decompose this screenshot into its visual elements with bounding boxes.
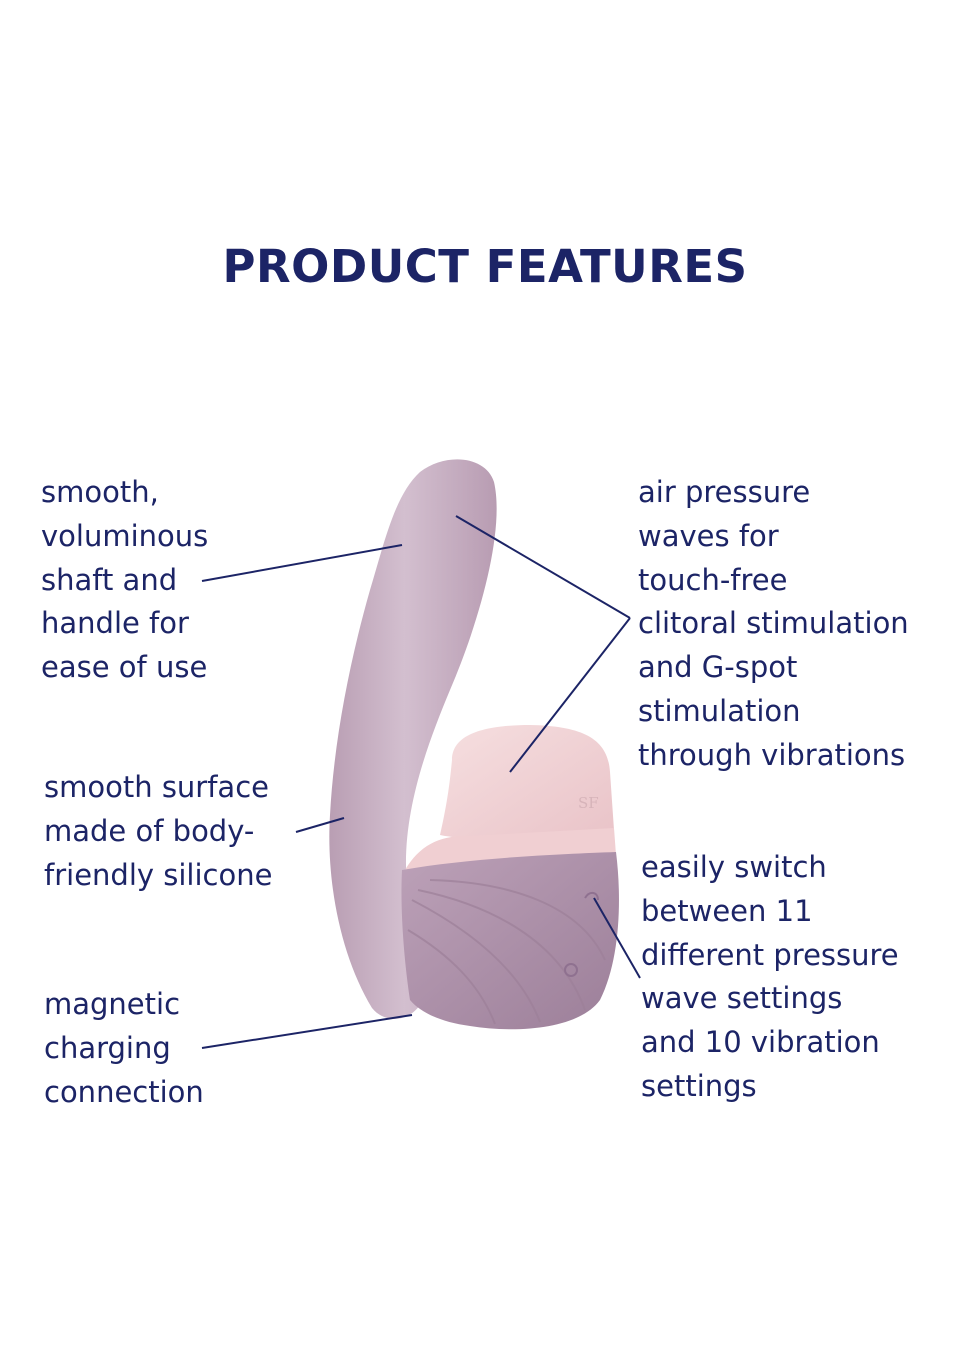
device-head-collar xyxy=(405,828,616,870)
feature-air-pressure-line: air pressure xyxy=(638,475,811,509)
callout-lines xyxy=(201,515,641,1049)
callout-shaft xyxy=(201,544,403,582)
feature-shaft-line: handle for xyxy=(41,606,189,641)
feature-shaft-line: ease of use xyxy=(41,650,208,685)
feature-charging-line: charging xyxy=(44,1030,171,1065)
feature-air-pressure-line: touch-free xyxy=(638,562,788,597)
feature-settings-text: easily switch between 11 different press… xyxy=(641,846,899,1109)
callout-air-lower xyxy=(509,617,631,773)
callout-settings xyxy=(593,897,641,979)
callout-surface xyxy=(295,817,345,833)
feature-surface-line: friendly silicone xyxy=(44,857,273,892)
device-ridges xyxy=(407,879,606,1025)
feature-settings-line: wave settings xyxy=(641,981,843,1016)
feature-settings-line: settings xyxy=(641,1068,757,1103)
feature-settings-line: easily switch xyxy=(641,850,827,884)
feature-surface-text: smooth surface made of body- friendly si… xyxy=(44,766,272,897)
feature-air-pressure-line: through vibrations xyxy=(638,737,906,772)
feature-settings-line: between 11 xyxy=(641,893,813,928)
device-head xyxy=(440,725,614,840)
feature-shaft-line: voluminous xyxy=(41,518,209,553)
feature-shaft-line: smooth, xyxy=(41,475,159,509)
feature-air-pressure-line: waves for xyxy=(638,518,779,553)
feature-air-pressure-line: and G-spot xyxy=(638,650,798,685)
feature-surface-line: made of body- xyxy=(44,813,255,848)
callout-charging xyxy=(201,1014,413,1049)
feature-surface-line: smooth surface xyxy=(44,770,269,804)
feature-charging-line: connection xyxy=(44,1074,204,1109)
feature-air-pressure-text: air pressure waves for touch-free clitor… xyxy=(638,471,909,778)
button-top-icon xyxy=(584,892,599,901)
feature-shaft-line: shaft and xyxy=(41,562,178,597)
feature-settings-line: and 10 vibration xyxy=(641,1025,880,1060)
device-base xyxy=(401,852,619,1030)
page-title: PRODUCT FEATURES xyxy=(222,240,748,293)
device-buttons xyxy=(564,892,599,977)
callout-air-upper xyxy=(455,515,631,619)
button-power-icon xyxy=(564,963,578,977)
device-logo: SF xyxy=(578,794,599,812)
feature-shaft-text: smooth, voluminous shaft and handle for … xyxy=(41,471,208,690)
feature-charging-text: magnetic charging connection xyxy=(44,983,204,1114)
feature-air-pressure-line: stimulation xyxy=(638,693,801,728)
feature-settings-line: different pressure xyxy=(641,937,899,972)
feature-air-pressure-line: clitoral stimulation xyxy=(638,606,909,641)
device-shaft xyxy=(329,459,497,1019)
feature-charging-line: magnetic xyxy=(44,987,181,1021)
